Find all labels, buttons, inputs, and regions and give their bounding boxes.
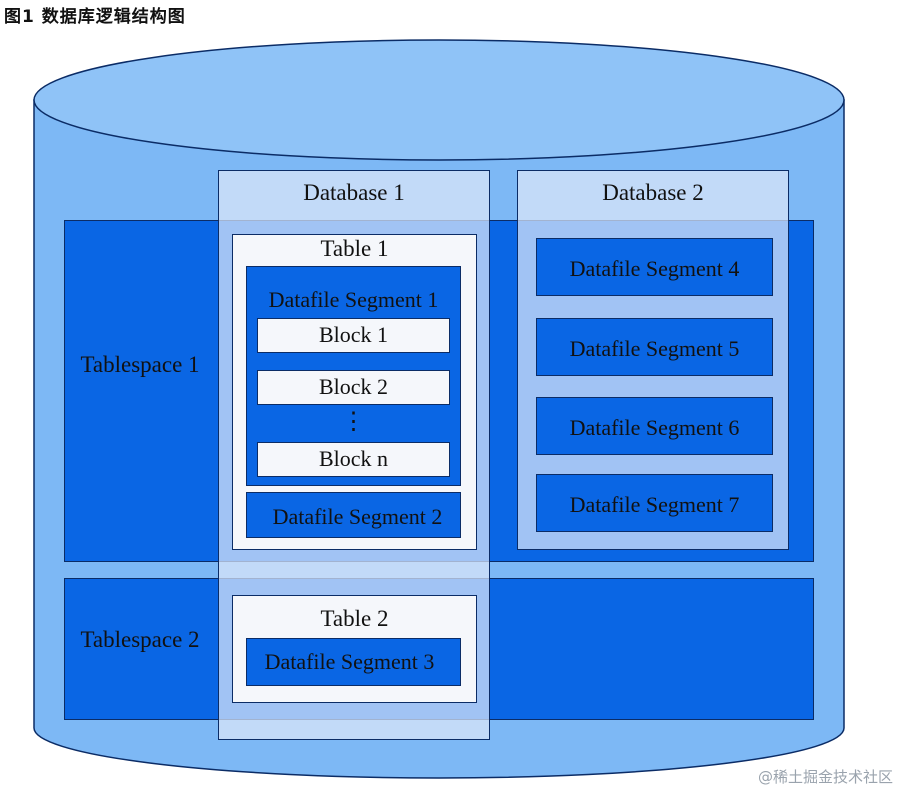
datafile-segment-4-label: Datafile Segment 4 — [569, 256, 740, 281]
database-2-title: Database 2 — [602, 180, 704, 205]
datafile-segment-2 — [246, 492, 461, 538]
block-2 — [257, 370, 450, 405]
datafile-segment-7 — [536, 474, 773, 532]
figure-caption: 图1 数据库逻辑结构图 — [4, 7, 186, 27]
datafile-segment-3-label: Datafile Segment 3 — [264, 649, 435, 674]
table-1-title: Table 1 — [320, 236, 389, 261]
block-1-label: Block 1 — [318, 322, 389, 347]
datafile-segment-5-label: Datafile Segment 5 — [569, 336, 740, 361]
block-n — [257, 442, 450, 477]
datafile-segment-4 — [536, 238, 773, 296]
datafile-segment-6 — [536, 397, 773, 455]
datafile-segment-5 — [536, 318, 773, 376]
tablespace-2-label: Tablespace 2 — [80, 627, 200, 652]
tablespace-1-label: Tablespace 1 — [80, 352, 200, 377]
datafile-segment-3 — [246, 638, 461, 686]
watermark: @稀土掘金技术社区 — [757, 768, 893, 786]
block-2-label: Block 2 — [318, 374, 389, 399]
datafile-segment-1-title: Datafile Segment 1 — [268, 287, 439, 312]
table-2-title: Table 2 — [320, 606, 389, 631]
datafile-segment-7-label: Datafile Segment 7 — [569, 492, 740, 517]
block-1 — [257, 318, 450, 353]
datafile-segment-2-label: Datafile Segment 2 — [272, 504, 443, 529]
database-1-title: Database 1 — [303, 180, 405, 205]
datafile-segment-6-label: Datafile Segment 6 — [569, 415, 740, 440]
blocks-ellipsis: ⋮ — [341, 409, 366, 435]
block-n-label: Block n — [318, 446, 389, 471]
